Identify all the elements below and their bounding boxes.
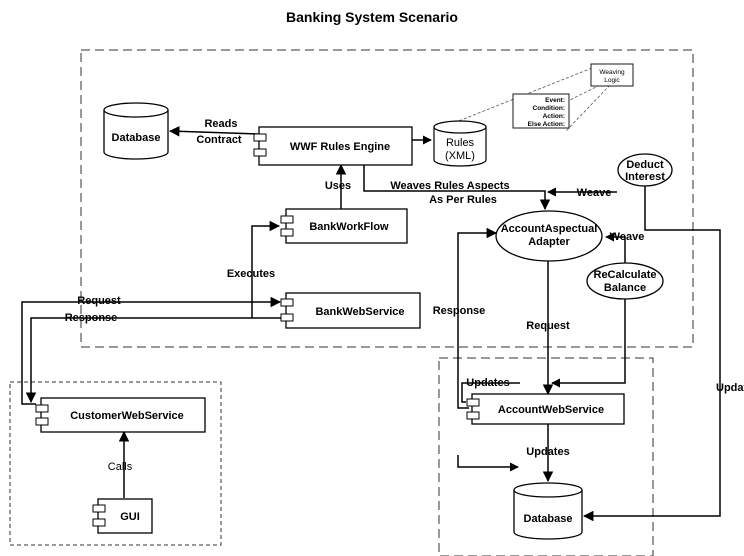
customer-boundary (9, 381, 222, 546)
account-boundary (438, 357, 654, 556)
request-mid-label: Request (526, 320, 570, 332)
weaves-label-line2: As Per Rules (429, 194, 497, 206)
request-left-arrow (21, 296, 282, 405)
diagram-title: Banking System Scenario (286, 9, 458, 25)
uses-label: Uses (325, 180, 351, 192)
request-left-label: Request (77, 295, 121, 307)
weaving-logic-line2: Logic (604, 77, 620, 84)
executes-label: Executes (227, 268, 275, 280)
adapter-label-line1: AccountAspectual (501, 223, 598, 235)
bank-web-service-component: BankWebService (280, 292, 421, 329)
gui-component: GUI (92, 498, 153, 534)
gui-label: GUI (120, 511, 140, 523)
deduct-label-line2: Interest (625, 171, 665, 183)
weave-recalc-label: Weave (610, 231, 645, 243)
updates-right-label: Updates (716, 382, 744, 394)
weaves-rules-arrow (363, 165, 551, 211)
database-top: Database (103, 102, 169, 160)
wwf-rules-engine-component: WWF Rules Engine (253, 126, 413, 166)
bank-workflow-component: BankWorkFlow (280, 208, 408, 244)
weaving-logic-line1: Weaving (599, 69, 625, 76)
account-web-service-label: AccountWebService (498, 404, 604, 416)
wwf-rules-engine-label: WWF Rules Engine (290, 141, 390, 153)
bank-web-service-label: BankWebService (315, 306, 404, 318)
eca-rule-note: Event: Condition: Action: Else Action: (512, 93, 570, 129)
weaves-label-line1: Weaves Rules Aspects (390, 180, 509, 192)
weave-deduct-label: Weave (577, 187, 612, 199)
updates-recalc-line (461, 382, 520, 403)
rules-label-line2: (XML) (445, 150, 475, 162)
eca-else-action: Else Action: (528, 121, 565, 128)
updates-db-label: Updates (526, 446, 569, 458)
reads-contract-label-line1: Reads (204, 118, 237, 130)
deduct-interest-aspect: Deduct Interest (617, 153, 673, 187)
updates-right-arrow (582, 186, 721, 522)
weaving-link-3 (565, 84, 611, 132)
account-aspectual-adapter: AccountAspectual Adapter (495, 210, 603, 262)
recalculate-balance-aspect: ReCalculate Balance (586, 262, 664, 300)
db-side-arrow (457, 455, 519, 472)
updates-recalc-label: Updates (466, 377, 509, 389)
reads-contract-label-line2: Contract (196, 134, 242, 146)
account-web-service-component: AccountWebService (466, 393, 625, 425)
database-top-label: Database (112, 132, 161, 144)
weaving-logic-note: Weaving Logic (590, 63, 634, 87)
eca-condition: Condition: (533, 105, 566, 112)
response-left-arrow (25, 317, 285, 404)
response-left-label: Response (65, 312, 118, 324)
calls-label: Calls (108, 461, 133, 473)
recalc-label-line1: ReCalculate (594, 269, 657, 281)
reads-contract-arrow (168, 126, 259, 137)
response-mid-arrow (457, 227, 498, 409)
recalc-label-line2: Balance (604, 282, 646, 294)
database-bottom-label: Database (524, 513, 573, 525)
deduct-label-line1: Deduct (626, 159, 664, 171)
rules-label-line1: Rules (446, 137, 475, 149)
adapter-label-line2: Adapter (528, 236, 570, 248)
updates-recalc-arrow (551, 299, 626, 388)
bank-workflow-label: BankWorkFlow (309, 221, 389, 233)
response-mid-label: Response (433, 305, 486, 317)
weaving-link-1 (445, 67, 593, 127)
customer-web-service-component: CustomerWebService (35, 397, 206, 433)
database-bottom: Database (513, 482, 583, 540)
bank-system-boundary (80, 49, 694, 348)
executes-arrow (251, 220, 281, 318)
rules-xml-store: Rules (XML) (433, 120, 487, 167)
eca-action: Action: (543, 113, 565, 120)
eca-event: Event: (545, 97, 565, 104)
weave-recalc-arrow (605, 232, 626, 263)
customer-web-service-label: CustomerWebService (70, 410, 184, 422)
